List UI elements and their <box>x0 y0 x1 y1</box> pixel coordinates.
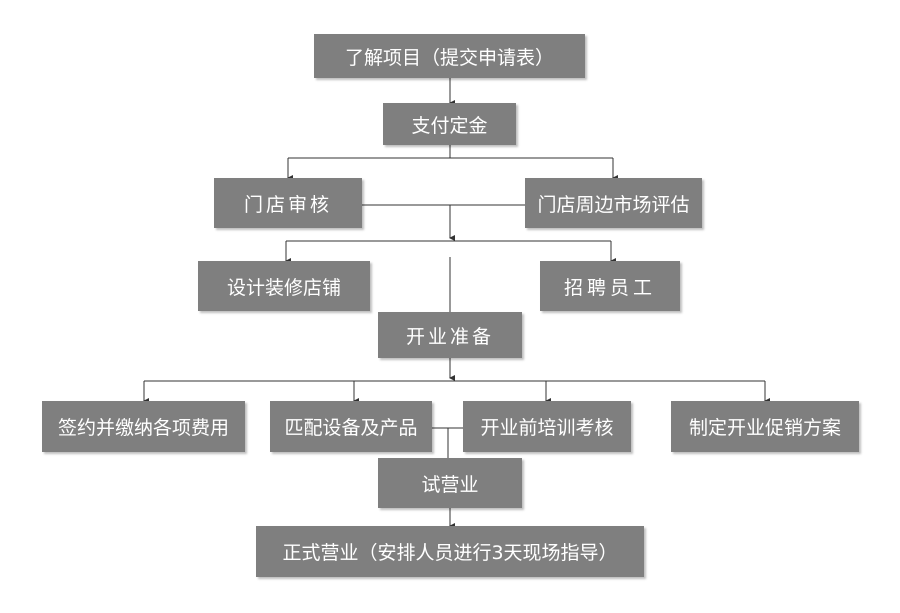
node-recruit-staff: 招聘员工 <box>540 261 680 311</box>
node-store-review: 门店审核 <box>214 178 362 228</box>
node-match-equipment: 匹配设备及产品 <box>270 401 432 452</box>
node-training-assessment: 开业前培训考核 <box>463 401 631 452</box>
node-understand-project: 了解项目（提交申请表） <box>314 34 585 78</box>
node-trial-operation: 试营业 <box>378 458 522 508</box>
node-official-opening: 正式营业（安排人员进行3天现场指导） <box>256 526 644 577</box>
node-pay-deposit: 支付定金 <box>383 103 516 145</box>
node-opening-preparation: 开业准备 <box>378 312 522 358</box>
node-sign-contract: 签约并缴纳各项费用 <box>42 401 245 452</box>
node-promotion-plan: 制定开业促销方案 <box>671 401 859 452</box>
node-design-decoration: 设计装修店铺 <box>198 261 370 311</box>
node-market-evaluation: 门店周边市场评估 <box>525 178 702 228</box>
